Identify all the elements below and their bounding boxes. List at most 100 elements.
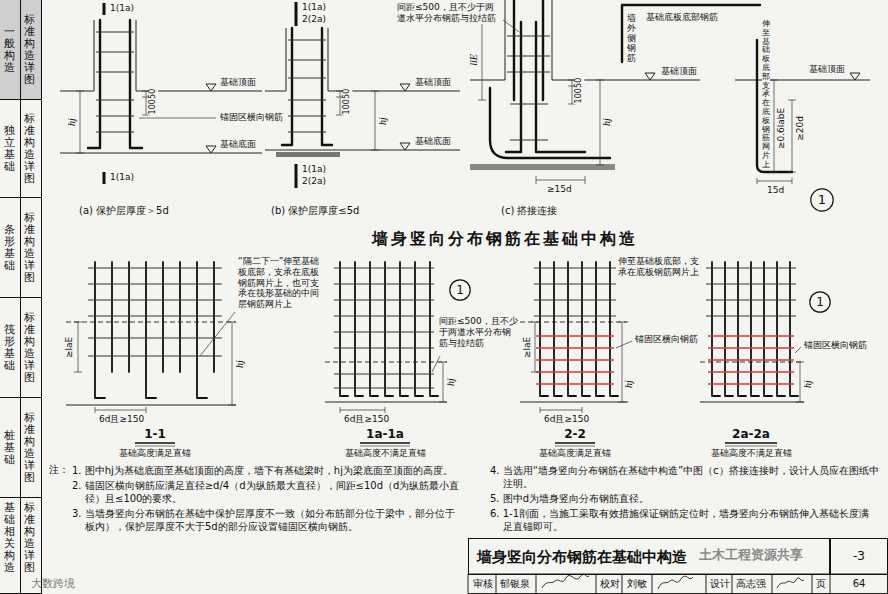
section-2a-2a [708, 336, 794, 384]
elevation-label: 基础顶面 [660, 66, 698, 77]
section-2a-2a [700, 402, 804, 403]
section-1a-1a [334, 268, 434, 388]
section-title: 墙身竖向分布钢筋在基础中构造 [371, 229, 639, 248]
detail-callout: 1 [449, 279, 471, 301]
dimension: 100 [148, 98, 158, 115]
tab-category: 标准构造详图 [24, 113, 35, 186]
section-name: 1a-1a [365, 427, 405, 441]
detail-callout: 1 [809, 291, 831, 313]
tab-divider [20, 0, 21, 99]
section-mark: 1(1a) [301, 2, 327, 13]
dimension: 15d [766, 185, 785, 196]
section-1-1 [66, 322, 236, 323]
title-block [468, 574, 888, 594]
wall-detail-a [96, 32, 134, 132]
dimension: 100 [574, 87, 584, 104]
dimension: ≥20d [795, 115, 806, 142]
title-text: 墙身竖向分布钢筋在基础中构造 [477, 548, 687, 566]
title-block-name: 高志强 [735, 578, 767, 590]
tab-category: 标准构造详图 [24, 14, 35, 87]
lap-splice-detail-c [622, 5, 760, 62]
dimension: 6d且≥150 [343, 414, 390, 425]
section-1a-1a [325, 402, 447, 403]
lap-splice-detail-c [503, 20, 519, 32]
lap-splice-detail-c [470, 165, 615, 170]
note: 2. 锚固区横向钢筋应满足直径≥d/4（d为纵筋最大直径），间距≤10d（d为纵… [72, 479, 464, 505]
hook-detail-1 [850, 73, 860, 80]
tab-divider [20, 498, 21, 593]
tab-category: 标准构造详图 [24, 502, 35, 575]
wall-detail-b [322, 28, 332, 145]
callout-number: 1 [818, 192, 826, 208]
lap-splice-detail-c [536, 176, 585, 184]
dimension: 6d且≥150 [98, 414, 145, 425]
callout-label: 间距≤500，且不少于两道水平分布钢筋与拉结筋 [396, 2, 502, 24]
lap-splice-detail-c [505, 0, 552, 80]
elevation-label: 基础顶面 [219, 77, 257, 88]
section-2-2 [520, 402, 628, 403]
tab-category: 标准构造详图 [24, 412, 35, 485]
section-name: 2a-2a [731, 427, 771, 441]
lap-splice-detail-c [507, 36, 550, 140]
section-1-1 [135, 446, 175, 447]
callout-label: 间距≤500，且不少于两道水平分布钢筋与拉结筋 [438, 316, 520, 348]
section-2a-2a [700, 362, 804, 363]
note: 4. 当选用“墙身竖向分布钢筋在基础中构造”中图（c）搭接连接时，设计人员应在图… [490, 464, 880, 490]
callout-label: 锚固区横向钢筋 [219, 112, 284, 122]
note: 1. 图中hj为基础底面至基础顶面的高度，墙下有基础梁时，hj为梁底面至顶面的高… [72, 464, 464, 477]
tab-category: 标准构造详图 [24, 312, 35, 385]
wall-detail-b [276, 152, 340, 157]
wall-detail-a [103, 3, 106, 184]
hook-detail-1 [735, 40, 870, 184]
dimension: hj [802, 379, 814, 389]
lap-splice-detail-c [490, 88, 610, 158]
section-2-2 [618, 322, 626, 402]
callout-label: 伸至基础板底部，支承在底板钢筋网片上 [617, 256, 701, 278]
title-block-field: 页 [815, 578, 827, 590]
lap-splice-detail-c [470, 80, 700, 165]
dimension: ≥laE [65, 335, 76, 358]
section-2a-2a [725, 442, 777, 444]
title-block [658, 576, 693, 589]
title-block-name: 刘敏 [626, 578, 648, 590]
side-tab: 标准构造详图筏形基础 [0, 298, 42, 398]
side-tab: 标准构造详图桩基础 [0, 398, 42, 498]
dimension: hj [234, 359, 246, 369]
title-block-field: 审核 [472, 578, 494, 590]
tab-category: 标准构造详图 [24, 212, 35, 285]
section-2a-2a [725, 446, 777, 447]
section-2a-2a [795, 347, 801, 353]
tab-name: 独立基础 [4, 125, 15, 173]
note: 3. 当墙身竖向分布钢筋在基础中保护层厚度不一致（如分布筋部分位于梁中，部分位于… [72, 507, 464, 533]
section-2-2 [540, 262, 618, 396]
section-2-2 [555, 442, 595, 444]
wall-detail-b [265, 2, 460, 188]
callout-label: 基础底板底部钢筋 [645, 12, 719, 23]
callout-number: 1 [816, 295, 824, 309]
page-number: 64 [852, 578, 867, 590]
elevation-label: 基础底面 [414, 136, 452, 147]
wall-detail-a [88, 20, 100, 148]
lap-splice-detail-c [513, 0, 515, 100]
section-1-1 [74, 322, 82, 372]
lap-splice-detail-c [645, 73, 655, 80]
tab-name: 基础相关构造 [4, 502, 15, 575]
section-1a-1a [340, 262, 438, 396]
title-block-field: 校对 [599, 578, 621, 590]
side-tab: 标准构造详图一般构造 [0, 0, 42, 100]
lap-splice-detail-c [536, 22, 585, 152]
lap-splice-detail-c [470, 0, 760, 184]
hook-detail-1 [757, 178, 792, 184]
section-1-1 [66, 405, 236, 406]
section-mark: 2(2a) [301, 14, 327, 25]
section-1a-1a [325, 262, 447, 446]
callout-label: 锚固区横向钢筋 [803, 340, 868, 351]
wall-detail-b [288, 40, 326, 132]
dimension: 100 [342, 98, 352, 115]
section-1-1 [88, 268, 222, 356]
tab-name: 筏形基础 [4, 324, 15, 372]
title-block-name: 郁银泉 [499, 578, 531, 590]
section-1a-1a [340, 407, 385, 413]
section-2-2 [534, 268, 616, 316]
